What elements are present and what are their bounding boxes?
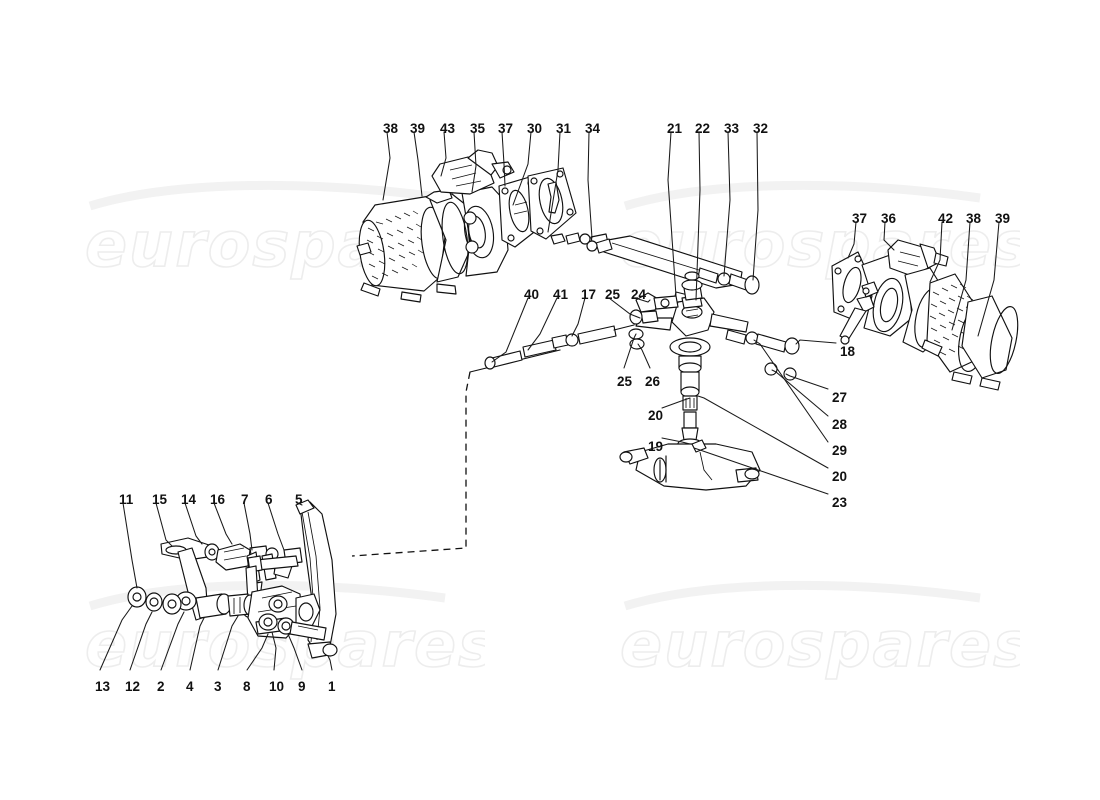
callout-label-28: 28 bbox=[832, 417, 848, 432]
callout-label-39: 39 bbox=[410, 121, 426, 136]
intake-hose-clamp bbox=[425, 189, 471, 295]
callout-label-3: 3 bbox=[214, 679, 222, 694]
callout-label-26: 26 bbox=[645, 374, 661, 389]
left-throttle-body bbox=[461, 186, 509, 277]
callout-label-13: 13 bbox=[95, 679, 111, 694]
callout-label-36: 36 bbox=[881, 211, 897, 226]
callout-label-17: 17 bbox=[581, 287, 597, 302]
right-actuator bbox=[887, 239, 949, 277]
callout-label-38: 38 bbox=[966, 211, 982, 226]
callout-label-30: 30 bbox=[527, 121, 543, 136]
callout-label-9: 9 bbox=[298, 679, 306, 694]
callout-label-38: 38 bbox=[383, 121, 399, 136]
callout-label-18: 18 bbox=[840, 344, 856, 359]
callout-label-39: 39 bbox=[995, 211, 1011, 226]
callout-label-43: 43 bbox=[440, 121, 456, 136]
center-linkage-hub bbox=[628, 271, 800, 459]
leader-lines bbox=[99, 131, 1000, 671]
callout-label-21: 21 bbox=[667, 121, 683, 136]
callout-label-25: 25 bbox=[605, 287, 621, 302]
callout-label-12: 12 bbox=[125, 679, 141, 694]
callout-label-41: 41 bbox=[553, 287, 569, 302]
callout-label-29: 29 bbox=[832, 443, 848, 458]
callout-label-27: 27 bbox=[832, 390, 848, 405]
callout-label-20: 20 bbox=[832, 469, 848, 484]
callout-label-4: 4 bbox=[186, 679, 194, 694]
callout-label-19: 19 bbox=[648, 439, 664, 454]
right-intake-assembly bbox=[831, 239, 1019, 391]
callout-label-16: 16 bbox=[210, 492, 226, 507]
accelerator-cable bbox=[351, 324, 635, 557]
callout-label-8: 8 bbox=[243, 679, 251, 694]
pedal-washers bbox=[127, 586, 182, 615]
intake-manifold bbox=[619, 439, 761, 491]
throttle-flange-b bbox=[527, 167, 577, 240]
left-intake-assembly bbox=[356, 149, 609, 303]
callout-label-34: 34 bbox=[585, 121, 601, 136]
pedal-return-rod bbox=[258, 593, 327, 641]
callout-label-25: 25 bbox=[617, 374, 633, 389]
callout-label-32: 32 bbox=[753, 121, 769, 136]
callout-label-10: 10 bbox=[269, 679, 285, 694]
callout-label-1: 1 bbox=[328, 679, 336, 694]
callout-label-24: 24 bbox=[631, 287, 647, 302]
callout-label-5: 5 bbox=[295, 492, 303, 507]
air-filter-element bbox=[356, 195, 450, 303]
callout-label-42: 42 bbox=[938, 211, 954, 226]
callout-label-33: 33 bbox=[724, 121, 740, 136]
callout-label-37: 37 bbox=[852, 211, 868, 226]
callout-label-22: 22 bbox=[695, 121, 711, 136]
callout-label-31: 31 bbox=[556, 121, 572, 136]
callout-label-6: 6 bbox=[265, 492, 273, 507]
callout-label-35: 35 bbox=[470, 121, 486, 136]
callout-label-40: 40 bbox=[524, 287, 540, 302]
accelerator-pedal-assembly bbox=[127, 499, 338, 659]
callout-label-23: 23 bbox=[832, 495, 848, 510]
pedal-arm bbox=[295, 499, 338, 659]
pedal-sleeve bbox=[195, 593, 257, 619]
callout-label-15: 15 bbox=[152, 492, 168, 507]
callout-label-11: 11 bbox=[119, 492, 134, 507]
callout-label-14: 14 bbox=[181, 492, 197, 507]
callout-label-20: 20 bbox=[648, 408, 664, 423]
callout-label-7: 7 bbox=[241, 492, 249, 507]
callout-label-2: 2 bbox=[157, 679, 165, 694]
right-filter-ring bbox=[961, 295, 1019, 391]
callout-label-37: 37 bbox=[498, 121, 514, 136]
